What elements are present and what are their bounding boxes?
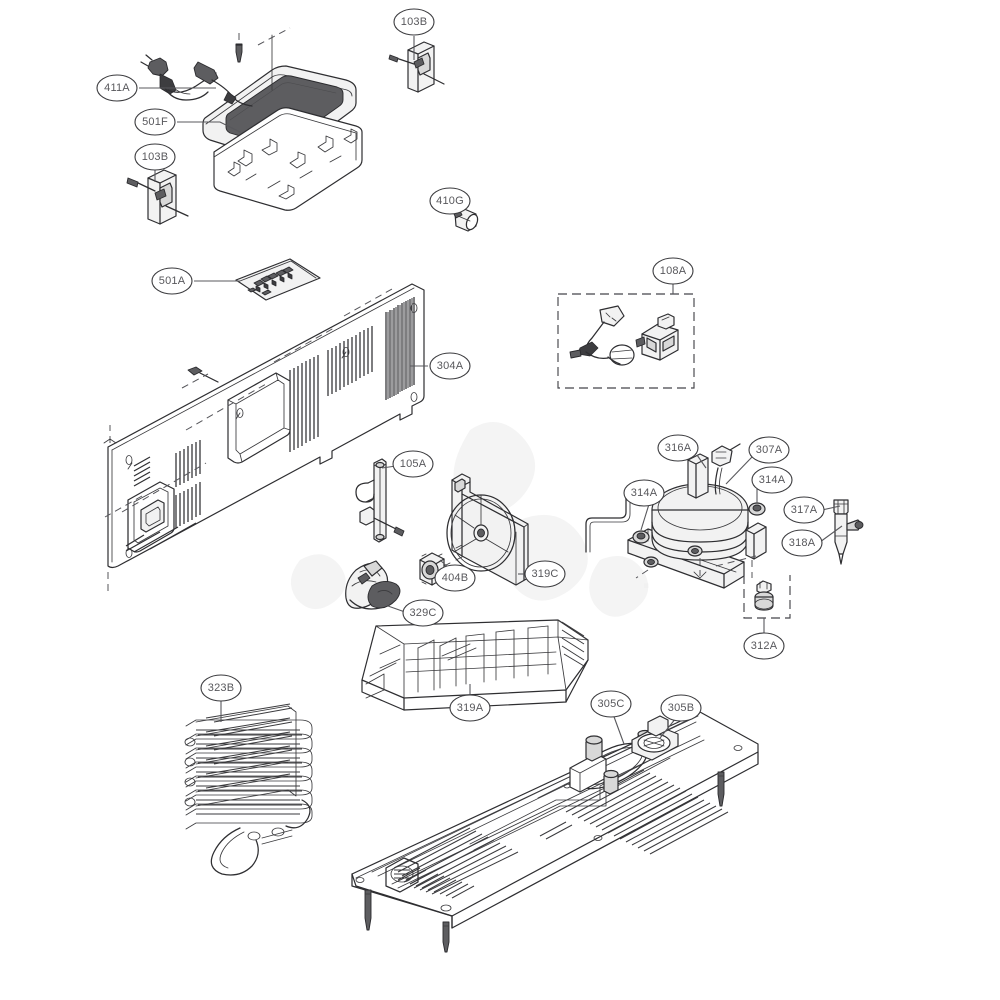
callout-411A[interactable]: 411A bbox=[96, 74, 138, 102]
callout-317A[interactable]: 317A bbox=[783, 496, 825, 524]
callout-305C[interactable]: 305C bbox=[590, 690, 632, 718]
callout-323B[interactable]: 323B bbox=[200, 674, 242, 702]
part-105a-drain-hose-bracket bbox=[355, 458, 405, 543]
callout-410G[interactable]: 410G bbox=[429, 187, 471, 215]
callout-314A-right[interactable]: 314A bbox=[751, 466, 793, 494]
callout-314A-left[interactable]: 314A bbox=[623, 479, 665, 507]
callout-307A[interactable]: 307A bbox=[748, 436, 790, 464]
callout-103B-top[interactable]: 103B bbox=[393, 8, 435, 36]
part-323b-condenser-coil bbox=[184, 703, 313, 876]
callout-404B[interactable]: 404B bbox=[434, 564, 476, 592]
part-319a-machine-compartment-cover bbox=[361, 619, 589, 711]
part-319c-fan-shroud-bracket bbox=[446, 473, 529, 586]
callout-319C[interactable]: 319C bbox=[524, 560, 566, 588]
callout-103B-left[interactable]: 103B bbox=[134, 143, 176, 171]
screw-top-cover bbox=[235, 43, 243, 63]
leader-318a bbox=[819, 525, 843, 543]
leader-305c bbox=[612, 713, 625, 745]
leader-lines bbox=[139, 36, 843, 745]
callout-105A[interactable]: 105A bbox=[392, 450, 434, 478]
leader-329c bbox=[387, 605, 406, 613]
callout-329C[interactable]: 329C bbox=[402, 599, 444, 627]
callout-bubbles: 103B 411A 501F 103B 410G 501A bbox=[96, 8, 825, 722]
part-103b-hinge-bracket-lower bbox=[126, 169, 189, 225]
callout-304A[interactable]: 304A bbox=[429, 352, 471, 380]
part-108a-harness-group bbox=[557, 293, 695, 389]
panel-screw bbox=[187, 366, 219, 383]
callout-501F[interactable]: 501F bbox=[134, 108, 176, 136]
part-312a-rubber-mount bbox=[743, 575, 791, 619]
callout-305B[interactable]: 305B bbox=[660, 694, 702, 722]
part-329c-fan-blade bbox=[345, 560, 401, 610]
leader-307a bbox=[725, 456, 753, 485]
callout-312A[interactable]: 312A bbox=[743, 632, 785, 660]
base-vent-left bbox=[393, 827, 519, 899]
callout-108A[interactable]: 108A bbox=[652, 257, 694, 285]
part-305b-base-plate-assembly bbox=[351, 711, 759, 953]
callout-318A[interactable]: 318A bbox=[781, 529, 823, 557]
callout-501A[interactable]: 501A bbox=[151, 267, 193, 295]
part-304a-back-cover-panel bbox=[103, 283, 425, 592]
callout-319A[interactable]: 319A bbox=[449, 694, 491, 722]
leader-316a bbox=[696, 454, 707, 469]
part-317a-318a-filter-dryer bbox=[833, 499, 864, 565]
part-501f-top-cover-assembly bbox=[202, 65, 363, 211]
part-501a-pcb-board bbox=[235, 258, 321, 301]
part-103b-hinge-bracket-upper bbox=[388, 41, 445, 93]
part-compressor-assembly bbox=[585, 443, 767, 589]
vent-slots-right bbox=[385, 297, 415, 400]
mounting-holes bbox=[125, 303, 418, 558]
callout-316A[interactable]: 316A bbox=[657, 434, 699, 462]
part-411a-power-cord bbox=[140, 54, 253, 107]
base-mount-boss bbox=[631, 715, 679, 761]
base-leg-screws bbox=[364, 771, 725, 953]
vent-slots-mid bbox=[289, 355, 319, 452]
leader-501f bbox=[177, 121, 241, 133]
vent-slots-far-left bbox=[133, 456, 151, 487]
vent-slots-left-upper bbox=[175, 440, 201, 487]
leader-317a bbox=[821, 505, 841, 511]
leader-305b bbox=[659, 717, 677, 739]
vent-slots-left-lower bbox=[175, 482, 201, 528]
